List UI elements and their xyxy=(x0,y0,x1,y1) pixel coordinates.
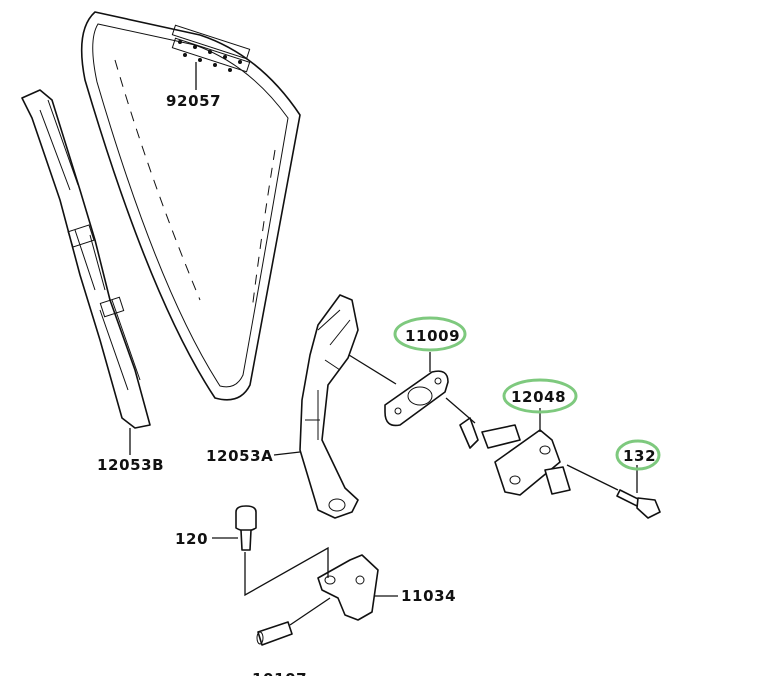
leader-12053a xyxy=(273,451,301,456)
dowel-pin[interactable] xyxy=(256,621,293,646)
label-12053a[interactable]: 12053A xyxy=(206,447,273,465)
chain-tensioner[interactable] xyxy=(459,417,571,496)
leader-bolt-axis xyxy=(566,464,619,491)
chain-guide-front[interactable] xyxy=(299,294,359,519)
bracket[interactable] xyxy=(317,554,379,621)
gasket[interactable] xyxy=(384,370,449,427)
label-92057[interactable]: 92057 xyxy=(166,92,221,110)
leader-guide-gasket xyxy=(348,354,397,385)
timing-chain[interactable] xyxy=(80,11,301,401)
tensioner-bolt[interactable] xyxy=(616,489,661,519)
leader-pin-bracket xyxy=(289,597,331,626)
label-132[interactable]: 132 xyxy=(623,447,656,465)
label-120[interactable]: 120 xyxy=(175,530,208,548)
label-11034[interactable]: 11034 xyxy=(401,587,456,605)
socket-screw[interactable] xyxy=(235,505,257,551)
label-10107[interactable]: 10107 xyxy=(252,670,307,676)
leader-screw-bracket xyxy=(244,546,329,597)
highlight-132 xyxy=(615,439,661,471)
chain-guide-rear[interactable] xyxy=(21,89,151,429)
highlight-11009 xyxy=(393,316,467,352)
label-12048[interactable]: 12048 xyxy=(511,388,566,406)
label-11009[interactable]: 11009 xyxy=(405,327,460,345)
label-12053b[interactable]: 12053B xyxy=(97,456,164,474)
chain-links-detail xyxy=(171,24,251,73)
highlight-12048 xyxy=(502,378,578,414)
